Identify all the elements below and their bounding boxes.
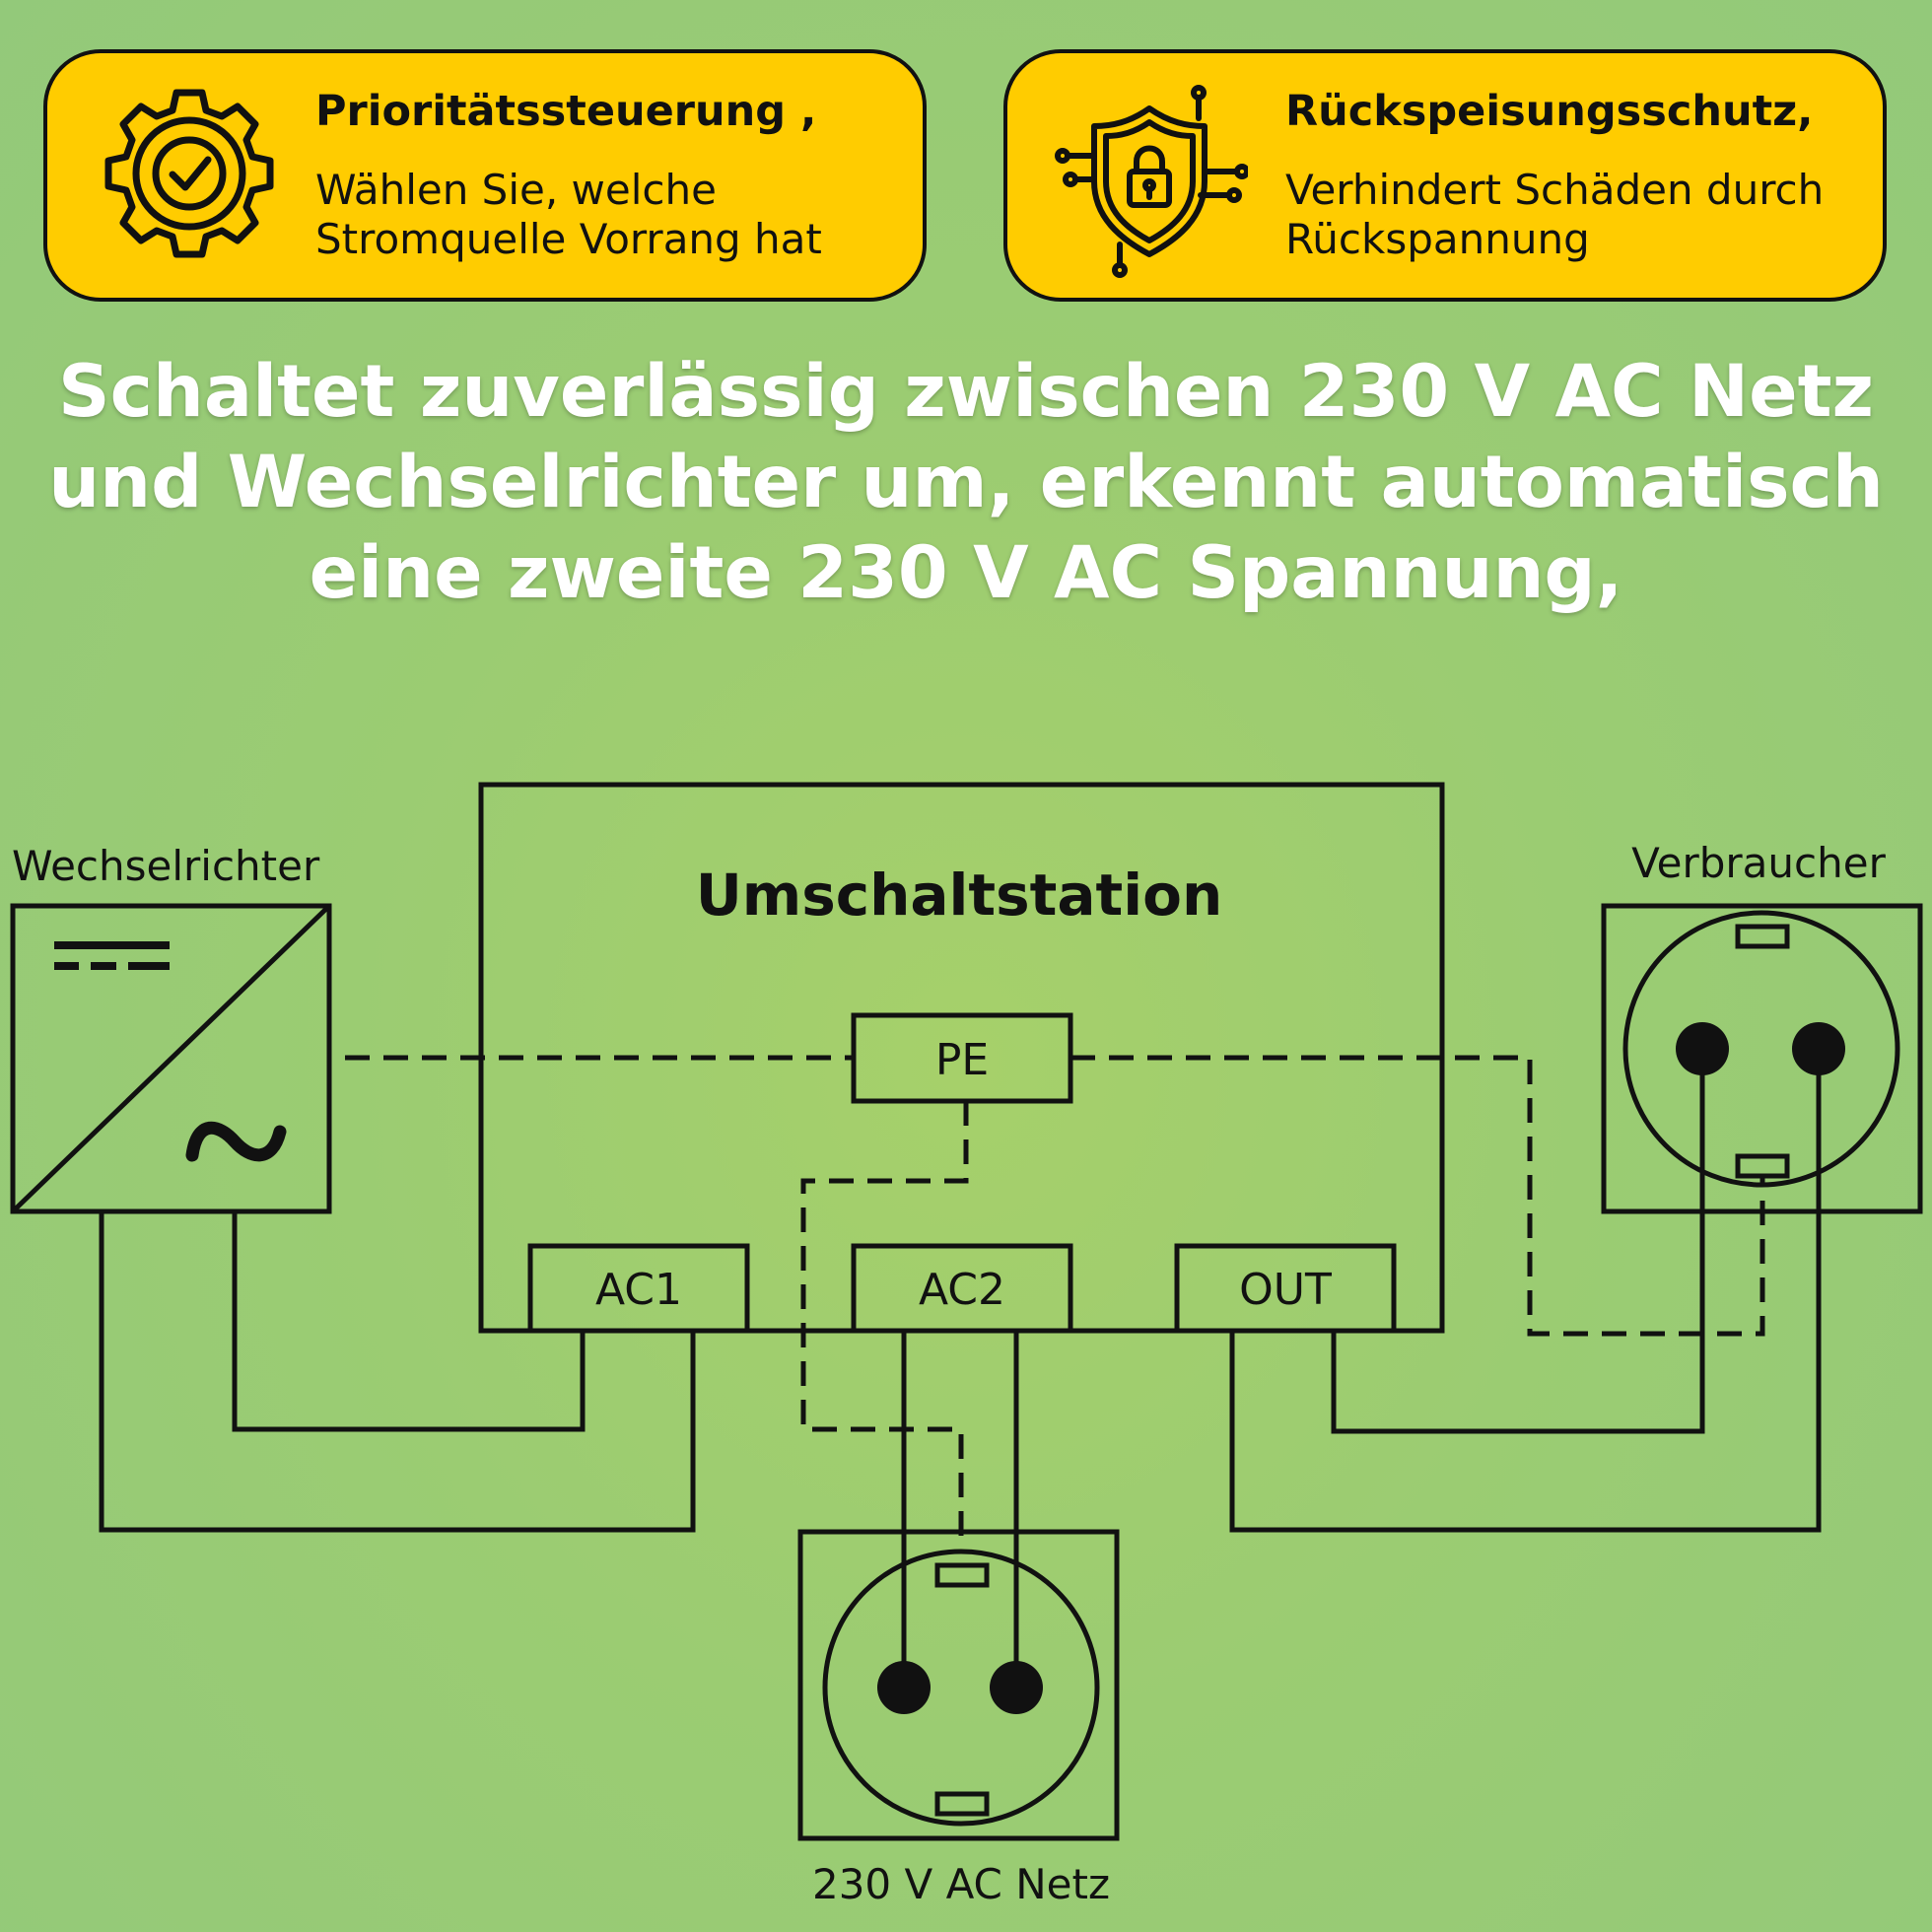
feature-title: Prioritätssteuerung , (315, 87, 817, 136)
feature-description: Verhindert Schäden durch Rückspannung (1285, 166, 1824, 264)
port-label-ac2: AC2 (919, 1265, 1005, 1315)
socket-pin (1792, 1022, 1845, 1075)
station-title: Umschaltstation (696, 862, 1223, 929)
feature-description-line: Rückspannung (1285, 215, 1590, 263)
conductor-lines (99, 1049, 1822, 1688)
port-label-out: OUT (1239, 1265, 1332, 1315)
pe-lines (345, 1055, 1765, 1548)
port-label-ac1: AC1 (595, 1265, 682, 1315)
port-out (1174, 1243, 1397, 1334)
socket-pin (877, 1661, 931, 1714)
port-ac2 (851, 1243, 1073, 1334)
inverter-symbol (10, 903, 332, 1214)
dc-symbol-icon (54, 941, 170, 970)
consumer-socket (1601, 903, 1923, 1214)
feature-description-line: Stromquelle Vorrang hat (315, 215, 822, 263)
gear-check-icon (104, 89, 274, 258)
grid-socket (797, 1529, 1120, 1841)
feature-description: Wählen Sie, welche Stromquelle Vorrang h… (315, 166, 822, 264)
shield-lock-circuit-icon (1055, 85, 1248, 278)
socket-pin (990, 1661, 1043, 1714)
feature-description-line: Wählen Sie, welche (315, 166, 717, 214)
headline-line: eine zweite 230 V AC Spannung, (309, 531, 1623, 615)
pe-label: PE (935, 1035, 989, 1085)
headline-line: und Wechselrichter um, erkennt automatis… (48, 441, 1884, 524)
consumer-label: Verbraucher (1631, 839, 1886, 887)
ac-wave-icon (185, 1121, 287, 1162)
feature-description-line: Verhindert Schäden durch (1285, 166, 1825, 214)
port-ac1 (527, 1243, 750, 1334)
socket-pin (1676, 1022, 1729, 1075)
feature-card-backfeed: Rückspeisungsschutz, Verhindert Schäden … (1003, 49, 1887, 302)
feature-card-priority: Prioritätssteuerung , Wählen Sie, welche… (43, 49, 927, 302)
grid-label: 230 V AC Netz (812, 1860, 1110, 1908)
feature-title: Rückspeisungsschutz, (1285, 87, 1814, 136)
headline-line: Schaltet zuverlässig zwischen 230 V AC N… (58, 350, 1874, 434)
headline: Schaltet zuverlässig zwischen 230 V AC N… (0, 347, 1932, 619)
inverter-label: Wechselrichter (12, 842, 320, 890)
